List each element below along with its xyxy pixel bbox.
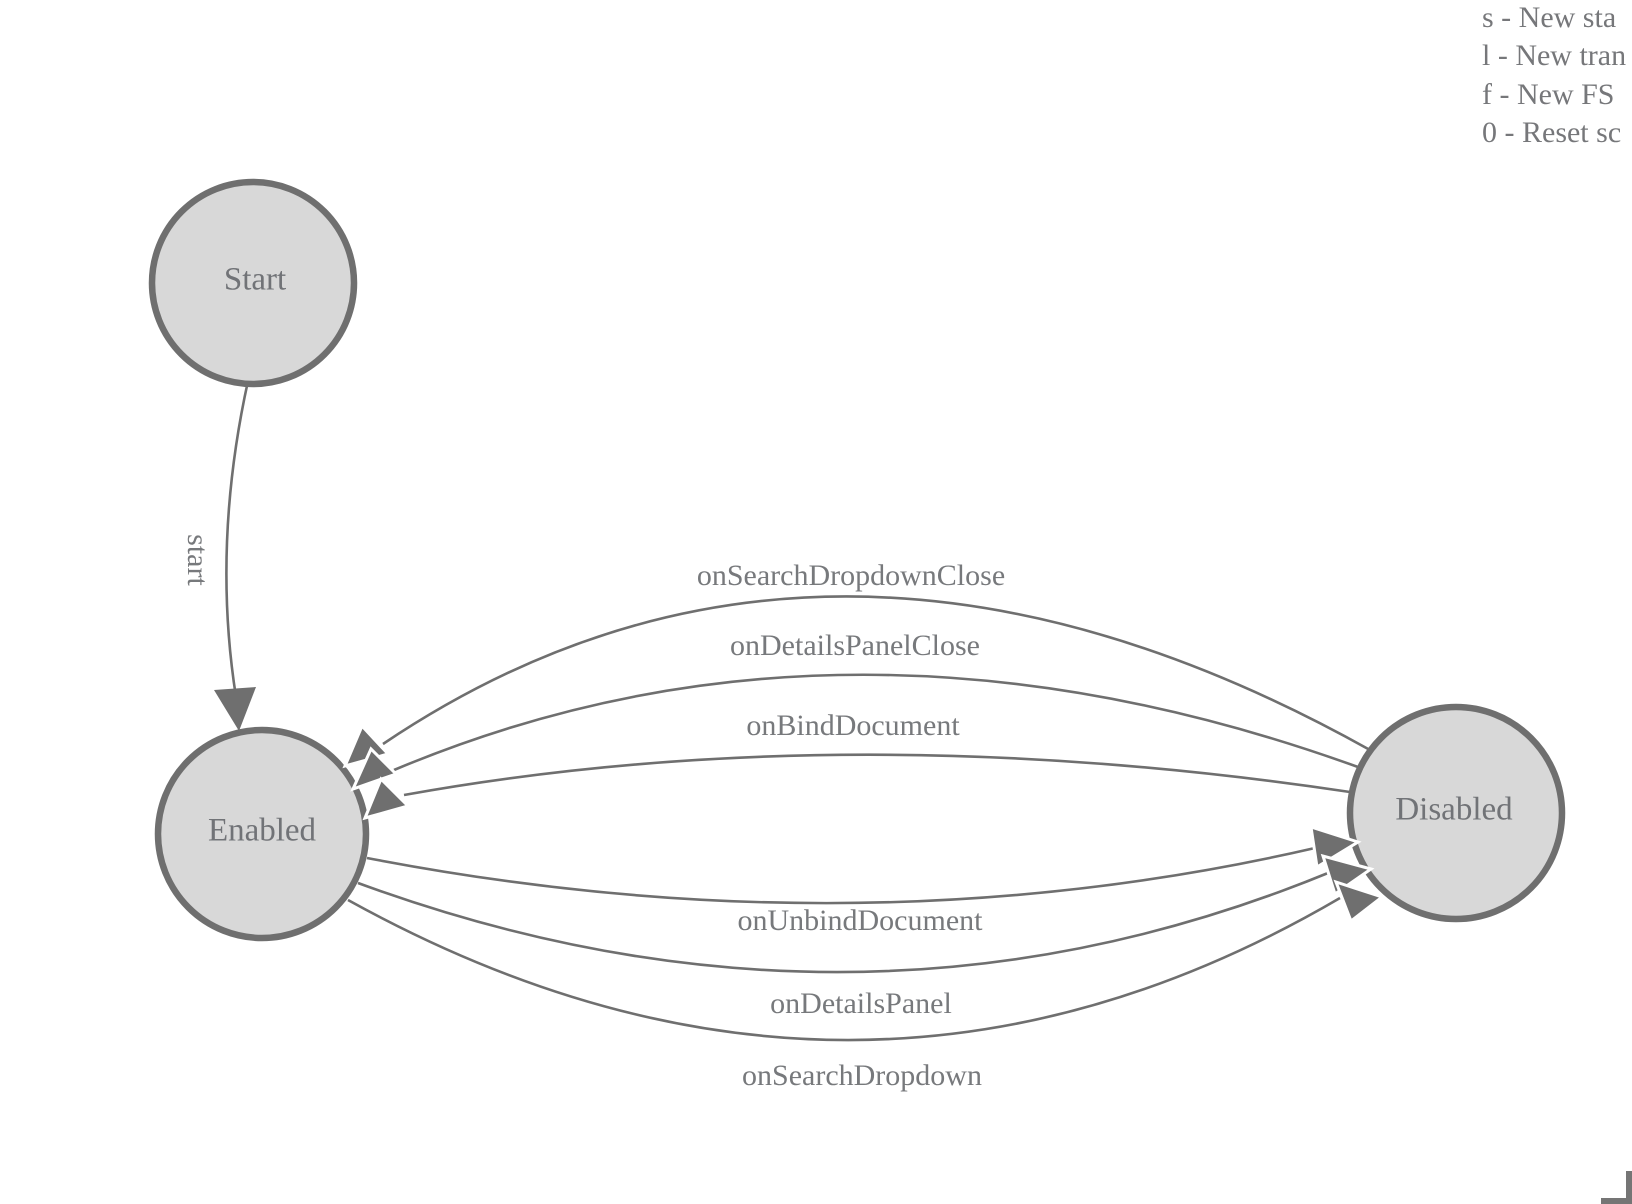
transition-label-onbinddocument[interactable]: onBindDocument: [746, 709, 960, 742]
edge-onunbinddocument[interactable]: [366, 846, 1316, 905]
edge-onsearchdropdown[interactable]: [347, 896, 1341, 1042]
shortcut-hint-new-fsm: f - New FS: [1482, 77, 1615, 111]
edge-onsearchdropdownclose[interactable]: [382, 595, 1371, 752]
canvas-corner-marker: [1601, 1171, 1632, 1204]
transition-label-ondetailspanelclose[interactable]: onDetailsPanelClose: [730, 629, 980, 662]
state-node-disabled[interactable]: [1346, 703, 1566, 923]
arrowhead-onbinddocument[interactable]: [362, 776, 411, 821]
shortcut-legend: s - New sta l - New tran f - New FS 0 - …: [1482, 0, 1626, 153]
state-node-enabled[interactable]: [154, 726, 370, 942]
edge-start-to-enabled[interactable]: [225, 380, 250, 698]
corner-marker-vertical: [1626, 1171, 1632, 1204]
shortcut-hint-new-transition: l - New tran: [1482, 39, 1627, 73]
corner-marker-horizontal: [1601, 1198, 1632, 1204]
state-label-disabled: Disabled: [1395, 791, 1513, 828]
arrowhead-start-to-enabled[interactable]: [214, 687, 256, 731]
transition-label-onsearchdropdown[interactable]: onSearchDropdown: [742, 1059, 982, 1092]
state-label-start: Start: [223, 261, 287, 298]
shortcut-hint-new-state: s - New sta: [1482, 1, 1617, 34]
arrowhead-ondetailspanelclose[interactable]: [350, 746, 399, 792]
edge-ondetailspanelclose[interactable]: [393, 673, 1359, 772]
transition-label-onunbinddocument[interactable]: onUnbindDocument: [737, 904, 983, 937]
transition-label-start[interactable]: start: [181, 534, 214, 586]
shortcut-hint-reset-scale: 0 - Reset sc: [1482, 116, 1622, 150]
transition-label-onsearchdropdownclose[interactable]: onSearchDropdownClose: [696, 559, 1006, 592]
edge-onbinddocument[interactable]: [403, 753, 1351, 797]
arrowhead-ondetailspanel[interactable]: [1320, 853, 1375, 897]
edge-ondetailspanel[interactable]: [357, 871, 1329, 974]
arrowhead-onsearchdropdown[interactable]: [1333, 879, 1386, 924]
transition-label-ondetailspanel[interactable]: onDetailsPanel: [770, 987, 952, 1020]
state-label-enabled: Enabled: [207, 812, 317, 849]
state-node-start[interactable]: [148, 178, 358, 388]
